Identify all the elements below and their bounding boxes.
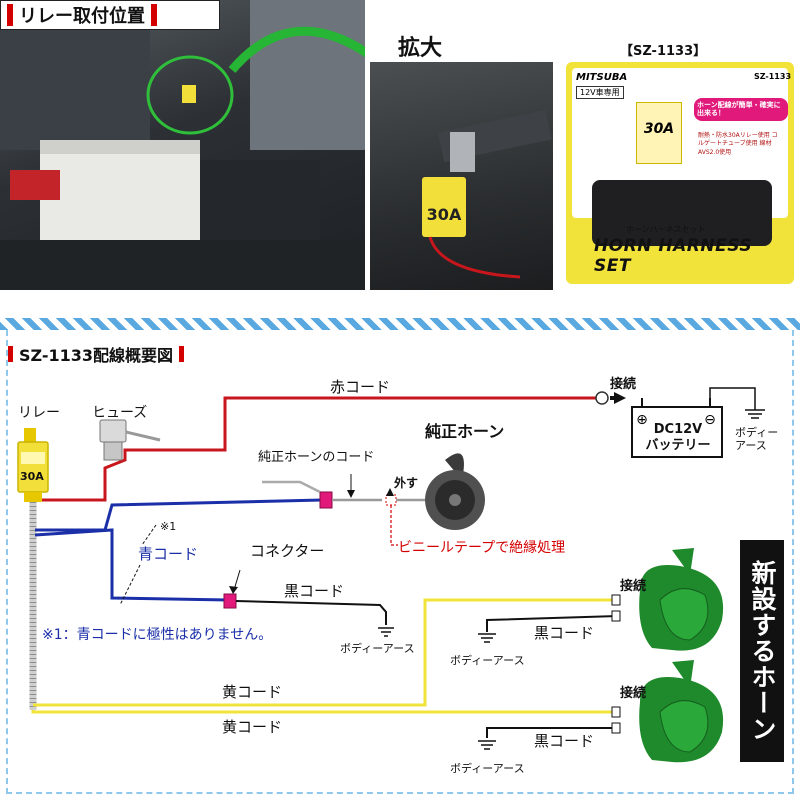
package-relay-rating: 30A bbox=[643, 121, 675, 137]
package-features: 耐熱・防水30Aリレー使用 コルゲートチューブ使用 線材AVS2.0使用 bbox=[698, 132, 778, 156]
relay-photo-rating: 30A bbox=[427, 205, 462, 224]
product-package: MITSUBA SZ-1133 12V車専用 30A ホーン配線が簡単・確実に出… bbox=[566, 62, 794, 284]
relay-label: リレー bbox=[18, 405, 60, 421]
battery-earth-label: ボディー アース bbox=[735, 426, 779, 453]
horn2-black-cord bbox=[486, 727, 618, 738]
vinyl-tape-leader bbox=[390, 505, 398, 546]
body-earth-left-label: ボディーアース bbox=[340, 642, 415, 655]
battery-photo bbox=[40, 150, 200, 240]
blue-cord-upper bbox=[35, 498, 323, 532]
battery-label-line2: バッテリー bbox=[645, 437, 711, 453]
black-cord-to-earth bbox=[235, 600, 387, 625]
svg-text:⊖: ⊖ bbox=[704, 412, 716, 428]
new-horn-label-text: 新設するホーン bbox=[748, 560, 777, 742]
stock-horn-cord-label: 純正ホーンのコード bbox=[258, 450, 375, 465]
horn2-earth-label: ボディーアース bbox=[450, 762, 525, 775]
battery-symbol: ⊕ ⊖ bbox=[631, 398, 723, 458]
section-divider bbox=[0, 318, 800, 330]
remove-label: 外す bbox=[394, 476, 419, 490]
new-horn-2-symbol bbox=[639, 660, 724, 763]
vinyl-tape-note: ビニールテープで絶縁処理 bbox=[398, 540, 566, 556]
relay-location-circle bbox=[146, 55, 234, 135]
connect-label-battery: 接続 bbox=[610, 377, 637, 392]
battery-label: DC12V バッテリー bbox=[634, 422, 722, 453]
earth-symbol-horn1 bbox=[478, 633, 496, 643]
horn1-earth-label: ボディーアース bbox=[450, 654, 525, 667]
relay-position-banner: リレー取付位置 bbox=[0, 0, 220, 30]
relay-symbol bbox=[17, 428, 49, 502]
earth-symbol-horn2 bbox=[478, 740, 496, 750]
package-product-en: HORN HARNESS SET bbox=[594, 236, 753, 276]
black-cord-label-upper: 黒コード bbox=[284, 582, 345, 600]
footnote: ※1：青コードに極性はありません。 bbox=[42, 627, 273, 643]
package-voltage: 12V車専用 bbox=[576, 86, 624, 99]
yellow-cord-label-1: 黄コード bbox=[222, 683, 283, 701]
banner-title: リレー取付位置 bbox=[19, 6, 145, 27]
yellow-cord-1 bbox=[33, 598, 618, 707]
relay-rating: 30A bbox=[20, 470, 44, 483]
yellow-cord-2 bbox=[31, 710, 618, 714]
blue-cord-lower bbox=[34, 528, 229, 602]
fuse-symbol bbox=[99, 419, 161, 461]
diagram-title: SZ-1133配線概要図 bbox=[8, 342, 185, 366]
connector-label: コネクター bbox=[250, 542, 325, 560]
battery-earth-symbol bbox=[745, 409, 765, 419]
red-cord-label: 赤コード bbox=[330, 378, 391, 396]
package-model: SZ-1133 bbox=[754, 72, 792, 81]
red-cord bbox=[40, 396, 598, 502]
earth-symbol-left bbox=[378, 627, 394, 637]
diagram-frame bbox=[6, 330, 794, 794]
package-product-ja: ホーンハーネスセット bbox=[626, 225, 706, 234]
blue-cord-label: 青コード bbox=[138, 545, 199, 563]
package-callout: ホーン配線が簡単・確実に出来る！ bbox=[694, 98, 788, 121]
engine-bay-photo bbox=[0, 0, 365, 290]
model-label-top: 【SZ-1133】 bbox=[620, 44, 707, 59]
horn2-black-cord-label: 黒コード bbox=[534, 732, 595, 750]
stock-horn-cord bbox=[262, 480, 321, 494]
new-horn-label: 新設するホーン bbox=[740, 540, 784, 762]
svg-text:⊕: ⊕ bbox=[636, 412, 648, 428]
horn2-connect-label: 接続 bbox=[620, 686, 647, 701]
package-brand: MITSUBA bbox=[576, 72, 628, 83]
battery-label-line1: DC12V bbox=[653, 422, 703, 437]
connector-upper bbox=[319, 491, 333, 509]
stock-horn-symbol bbox=[425, 453, 485, 530]
zoom-label: 拡大 bbox=[398, 36, 443, 61]
horn1-black-cord-label: 黒コード bbox=[534, 624, 595, 642]
horn1-connect-label: 接続 bbox=[620, 579, 647, 594]
fuse-label: ヒューズ bbox=[92, 405, 148, 421]
zoom-arrow bbox=[228, 26, 365, 73]
engine-bay-illustration bbox=[0, 0, 365, 290]
red-cord-terminal bbox=[595, 391, 609, 405]
yellow-cord-label-2: 黄コード bbox=[222, 718, 283, 736]
note-mark: ※1 bbox=[160, 520, 177, 533]
package-relay: 30A bbox=[636, 102, 682, 164]
relay-photo: 30A bbox=[422, 177, 466, 237]
zoom-photo: 30A bbox=[370, 62, 553, 290]
connector-lower bbox=[223, 593, 237, 609]
horn1-black-cord bbox=[486, 615, 619, 632]
new-horn-1-symbol bbox=[639, 548, 724, 651]
diagram-title-text: SZ-1133配線概要図 bbox=[19, 346, 174, 365]
battery-earth-wire bbox=[709, 387, 756, 410]
stock-horn-label: 純正ホーン bbox=[425, 422, 505, 441]
